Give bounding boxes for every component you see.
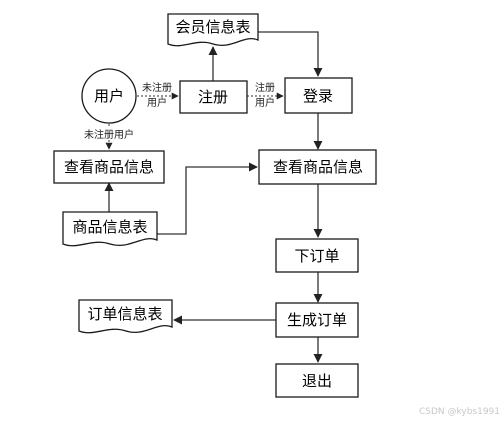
browse-products-label: 查看商品信息 bbox=[273, 158, 363, 176]
generate-order-label: 生成订单 bbox=[287, 311, 347, 329]
generate-order-node: 生成订单 bbox=[275, 302, 359, 338]
register-label: 注册 bbox=[198, 88, 228, 106]
edge-label-unregistered-2: 用户 bbox=[147, 96, 167, 109]
user-node: 用户 bbox=[81, 68, 137, 124]
edge-member-table-login bbox=[258, 31, 323, 77]
exit-node: 退出 bbox=[275, 363, 359, 398]
order-table-node: 订单信息表 bbox=[78, 299, 173, 334]
exit-label: 退出 bbox=[302, 372, 332, 390]
login-node: 登录 bbox=[284, 77, 353, 114]
edge-product-table-browse bbox=[157, 162, 258, 235]
place-order-node: 下订单 bbox=[275, 238, 359, 273]
edge-label-registered-2: 用户 bbox=[255, 96, 275, 109]
browse-products-node: 查看商品信息 bbox=[258, 149, 377, 185]
order-table-label: 订单信息表 bbox=[87, 305, 162, 323]
product-table-node: 商品信息表 bbox=[62, 211, 158, 247]
edge-label-unregistered-1: 未注册 bbox=[142, 81, 172, 94]
edge-label-registered-1: 注册 bbox=[255, 81, 275, 94]
browse-products-guest-label: 查看商品信息 bbox=[64, 158, 154, 176]
product-table-label: 商品信息表 bbox=[72, 218, 147, 236]
user-label: 用户 bbox=[94, 87, 124, 105]
browse-products-guest-node: 查看商品信息 bbox=[53, 150, 165, 184]
watermark: CSDN @kybs1991 bbox=[418, 407, 500, 417]
edge-label-unregistered-user: 未注册用户 bbox=[84, 128, 134, 141]
member-table-label: 会员信息表 bbox=[175, 18, 250, 36]
login-label: 登录 bbox=[303, 87, 333, 105]
member-table-node: 会员信息表 bbox=[167, 13, 259, 47]
place-order-label: 下订单 bbox=[294, 247, 339, 265]
register-node: 注册 bbox=[179, 80, 248, 114]
